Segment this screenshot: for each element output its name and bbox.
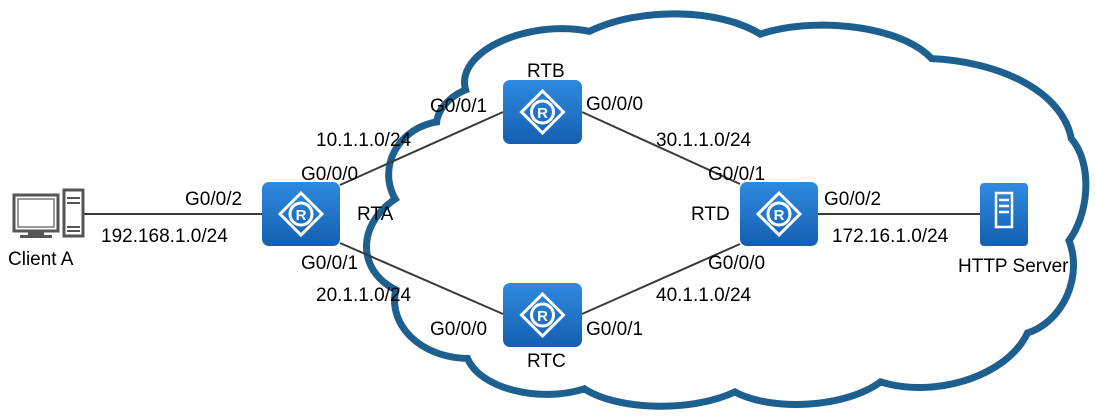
network-client-rta: 192.168.1.0/24	[101, 226, 228, 247]
rtc-interface-to-rta: G0/0/0	[430, 319, 488, 340]
router-rta[interactable]: R	[262, 182, 340, 246]
network-rta-rtb: 10.1.1.0/24	[316, 130, 412, 151]
rtd-interface-to-rtb: G0/0/1	[708, 164, 766, 185]
router-name-rtb: RTB	[527, 61, 565, 82]
link-rtc-rtd	[581, 243, 741, 315]
router-rtb[interactable]: R	[503, 80, 582, 144]
pc-icon	[12, 188, 85, 238]
router-icon	[262, 182, 340, 246]
router-icon	[503, 80, 582, 144]
router-rtd[interactable]: R	[740, 182, 818, 246]
network-rtb-rtd: 30.1.1.0/24	[656, 130, 752, 151]
rtd-interface-to-rtc: G0/0/0	[708, 253, 766, 274]
router-name-rtd: RTD	[691, 204, 730, 225]
network-rtd-server: 172.16.1.0/24	[832, 226, 949, 247]
svg-text:R: R	[537, 308, 548, 325]
router-icon	[740, 182, 818, 246]
svg-text:R: R	[537, 105, 548, 122]
link-rtb-rtd	[581, 111, 741, 185]
router-rtc[interactable]: R	[503, 283, 582, 347]
rta-interface-to-rtc: G0/0/1	[301, 253, 359, 274]
client-a[interactable]	[12, 188, 85, 238]
network-rtc-rtd: 40.1.1.0/24	[656, 285, 752, 306]
rta-interface-to-rtb: G0/0/0	[301, 164, 359, 185]
http-server[interactable]	[980, 183, 1028, 246]
server-icon	[980, 183, 1028, 246]
router-name-rtc: RTC	[527, 351, 566, 372]
rtd-interface-to-server: G0/0/2	[824, 189, 882, 210]
rtb-interface-to-rta: G0/0/1	[430, 96, 488, 117]
svg-text:R: R	[296, 207, 307, 224]
svg-text:R: R	[774, 207, 785, 224]
rtc-interface-to-rtd: G0/0/1	[586, 319, 644, 340]
link-rta-rtb	[339, 111, 504, 186]
router-name-rta: RTA	[357, 204, 394, 225]
network-rta-rtc: 20.1.1.0/24	[316, 285, 412, 306]
rtb-interface-to-rtd: G0/0/0	[586, 94, 644, 115]
client-link-interface: G0/0/2	[185, 189, 243, 210]
router-icon	[503, 283, 582, 347]
client-name: Client A	[8, 249, 74, 270]
links	[82, 111, 980, 315]
server-name: HTTP Server	[958, 256, 1069, 277]
link-rta-rtc	[339, 242, 504, 315]
